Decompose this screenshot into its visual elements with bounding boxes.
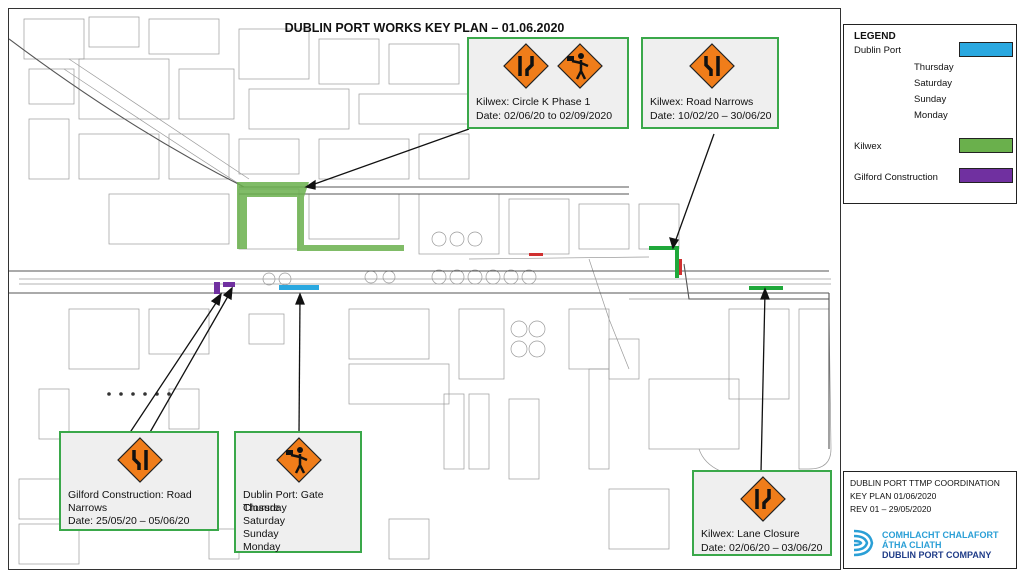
callout-dublin-port-gate-closure: Dublin Port: Gate Closure Thursday Satur… — [234, 431, 362, 553]
logo-text-irish-2: ÁTHA CLIATH — [882, 540, 942, 550]
legend-day: Sunday — [914, 94, 947, 105]
legend-dublin-port-label: Dublin Port — [854, 45, 901, 56]
logo-text-irish-1: COMHLACHT CHALAFORT — [882, 530, 999, 540]
dublin-port-logo-icon — [853, 529, 874, 557]
road-narrows-sign-icon — [689, 43, 735, 89]
map-title: DUBLIN PORT WORKS KEY PLAN – 01.06.2020 — [284, 21, 565, 35]
callout-line-1: Kilwex: Lane Closure — [701, 528, 800, 540]
flagman-sign-icon — [557, 43, 603, 89]
legend-title: LEGEND — [854, 31, 896, 42]
title-block-line-3: REV 01 – 29/05/2020 — [850, 504, 932, 514]
callout-kilwex-lane-closure: Kilwex: Lane Closure Date: 02/06/20 – 03… — [692, 470, 832, 556]
legend-dublin-port-swatch — [959, 42, 1013, 57]
callout-line-3: Saturday — [243, 515, 286, 527]
legend-panel: LEGEND Dublin Port Thursday Saturday Sun… — [843, 24, 1017, 204]
road-narrows-sign-icon — [503, 43, 549, 89]
callout-line-1: Kilwex: Circle K Phase 1 — [476, 96, 591, 108]
work-zones-layer — [128, 128, 783, 473]
callout-gilford-construction: Gilford Construction: Road Narrows Date:… — [59, 431, 219, 531]
title-block-line-1: DUBLIN PORT TTMP COORDINATION — [850, 478, 1000, 488]
legend-kilwex-label: Kilwex — [854, 141, 882, 152]
legend-day: Monday — [914, 110, 948, 121]
callout-line-1: Dublin Port: Gate Closure — [243, 489, 324, 514]
dublin-port-gate-zone — [279, 285, 319, 290]
red-marker-small — [529, 253, 543, 256]
callout-line-2: Narrows — [68, 502, 108, 514]
callout-line-2: Thursday — [243, 502, 287, 514]
logo-text-english: DUBLIN PORT COMPANY — [882, 550, 992, 560]
gilford-zone — [214, 282, 220, 294]
callout-line-5: Monday — [243, 541, 281, 553]
legend-gilford-label: Gilford Construction — [854, 172, 938, 183]
red-marker — [679, 259, 682, 275]
map-frame: DUBLIN PORT WORKS KEY PLAN – 01.06.2020 — [8, 8, 841, 570]
legend-day: Thursday — [914, 62, 954, 73]
legend-kilwex-swatch — [959, 138, 1013, 153]
gilford-zone-2 — [223, 282, 235, 287]
callout-line-1: Gilford Construction: Road — [68, 489, 192, 501]
kilwex-road-narrows-zone-vertical — [675, 246, 679, 278]
title-block-line-2: KEY PLAN 01/06/2020 — [850, 491, 937, 501]
legend-day: Saturday — [914, 78, 953, 89]
kilwex-road-narrows-zone — [649, 246, 677, 250]
road-narrows-sign-icon — [117, 437, 163, 483]
road-narrows-sign-icon — [740, 476, 786, 522]
callout-line-2: Date: 10/02/20 – 30/06/20 — [650, 110, 772, 122]
kilwex-circle-k-zone — [237, 182, 404, 251]
flagman-sign-icon — [276, 437, 322, 483]
callout-line-2: Date: 02/06/20 – 03/06/20 — [701, 542, 823, 554]
callout-kilwex-circle-k: Kilwex: Circle K Phase 1 Date: 02/06/20 … — [467, 37, 629, 129]
callout-line-3: Date: 25/05/20 – 05/06/20 — [68, 515, 190, 527]
callout-kilwex-road-narrows: Kilwex: Road Narrows Date: 10/02/20 – 30… — [641, 37, 779, 129]
legend-gilford-swatch — [959, 168, 1013, 183]
callout-line-2: Date: 02/06/20 to 02/09/2020 — [476, 110, 613, 122]
callout-line-1: Kilwex: Road Narrows — [650, 96, 754, 108]
title-block: DUBLIN PORT TTMP COORDINATION KEY PLAN 0… — [843, 471, 1017, 569]
callout-line-4: Sunday — [243, 528, 279, 540]
kilwex-lane-closure-zone — [749, 286, 783, 290]
